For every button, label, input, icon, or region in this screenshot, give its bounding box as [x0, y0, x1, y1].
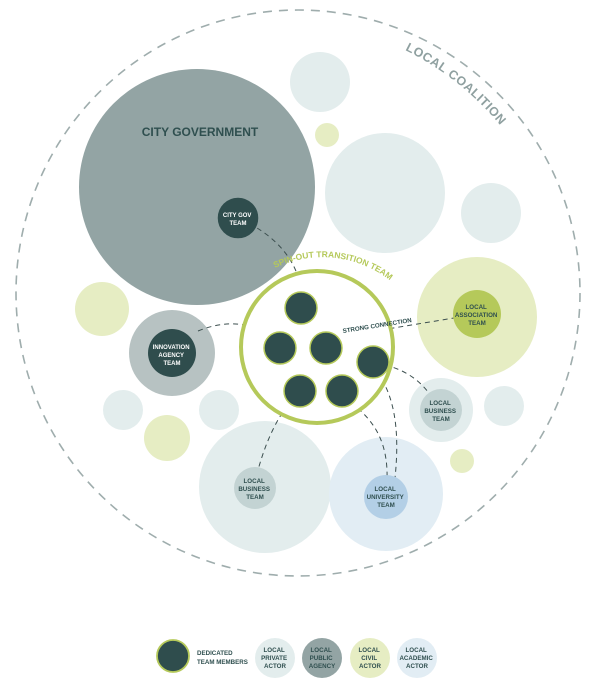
private-actor-circle — [290, 52, 350, 112]
legend-dedicated-swatch — [156, 639, 190, 673]
civil-actor-circle — [144, 415, 190, 461]
private-actor-circle — [484, 386, 524, 426]
team-member-dot — [283, 374, 317, 408]
innovation-team-circle — [148, 329, 196, 377]
association-team-circle — [453, 290, 501, 338]
association-team-label: LOCAL ASSOCIATION TEAM — [455, 304, 499, 327]
city-government-circle — [79, 69, 315, 305]
university-team-label: LOCAL UNIVERSITY TEAM — [367, 486, 406, 509]
legend-civil-swatch — [350, 638, 390, 678]
coalition-label: LOCAL COALITION — [404, 40, 509, 127]
team-member-dot — [309, 331, 343, 365]
civil-actor-circle — [315, 123, 339, 147]
civil-actor-circle — [450, 449, 474, 473]
business-bottom-team-label: LOCAL BUSINESS TEAM — [238, 478, 271, 501]
civil-actor-circle — [75, 282, 129, 336]
business-right-team-label: LOCAL BUSINESS TEAM — [424, 400, 457, 423]
team-member-dot — [263, 331, 297, 365]
legend: DEDICATED TEAM MEMBERS LOCAL PRIVATE ACT… — [156, 638, 437, 678]
city-gov-team-circle — [216, 196, 260, 240]
legend-private-label: LOCAL PRIVATE ACTOR — [261, 647, 289, 670]
team-member-dot — [325, 374, 359, 408]
private-actor-circle — [461, 183, 521, 243]
innovation-team-label: INNOVATION AGENCY TEAM — [153, 345, 191, 367]
private-actor-circle — [325, 133, 445, 253]
legend-public-swatch — [302, 638, 342, 678]
legend-private-swatch — [255, 638, 295, 678]
legend-public-label: LOCAL PUBLIC AGENCY — [309, 647, 336, 670]
private-actor-circle — [199, 390, 239, 430]
legend-academic-label: LOCAL ACADEMIC ACTOR — [399, 647, 434, 670]
private-actor-circle — [103, 390, 143, 430]
team-member-dot — [284, 291, 318, 325]
business-bottom-team-circle — [234, 467, 276, 509]
legend-dedicated-label: DEDICATED TEAM MEMBERS — [197, 650, 248, 666]
connection-line — [257, 397, 294, 471]
city-government-title: CITY GOVERNMENT — [142, 125, 259, 139]
legend-civil-label: LOCAL CIVIL ACTOR — [359, 647, 382, 670]
city-gov-team-label: CITY GOV TEAM — [223, 213, 253, 227]
coalition-boundary — [15, 9, 581, 577]
legend-academic-swatch — [397, 638, 437, 678]
business-right-team-circle — [420, 389, 462, 431]
team-member-dot — [356, 345, 390, 379]
university-team-circle — [364, 475, 408, 519]
